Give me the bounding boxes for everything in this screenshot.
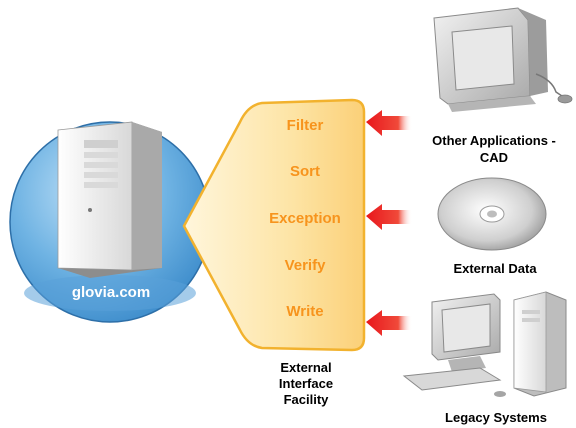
other-applications-line-1: Other Applications - — [432, 133, 556, 148]
step-sort: Sort — [290, 163, 320, 180]
interface-facility-shape — [182, 98, 366, 352]
external-data-label: External Data — [453, 261, 537, 276]
other-applications-line-2: CAD — [479, 150, 509, 165]
facility-label: External Interface Facility — [256, 360, 356, 408]
facility-label-line-2: Interface — [278, 376, 334, 391]
server-tower-icon — [57, 121, 162, 278]
server-node — [9, 121, 211, 323]
server-label: glovia.com — [71, 284, 151, 301]
facility-label-line-3: Facility — [283, 392, 329, 407]
arrow-from-external-data — [366, 204, 412, 230]
legacy-computer-icon — [402, 291, 567, 397]
server-label-band — [24, 275, 196, 311]
step-filter: Filter — [286, 117, 324, 134]
facility-label-line-1: External — [280, 360, 332, 375]
step-exception: Exception — [269, 210, 341, 227]
disc-icon — [437, 177, 547, 251]
step-write: Write — [286, 303, 324, 320]
arrow-from-other-apps — [366, 110, 412, 136]
arrow-from-legacy — [366, 310, 412, 336]
legacy-systems-label: Legacy Systems — [445, 410, 547, 425]
monitor-icon — [433, 7, 573, 112]
other-applications-label: Other Applications - CAD — [412, 132, 576, 166]
step-verify: Verify — [284, 257, 326, 274]
